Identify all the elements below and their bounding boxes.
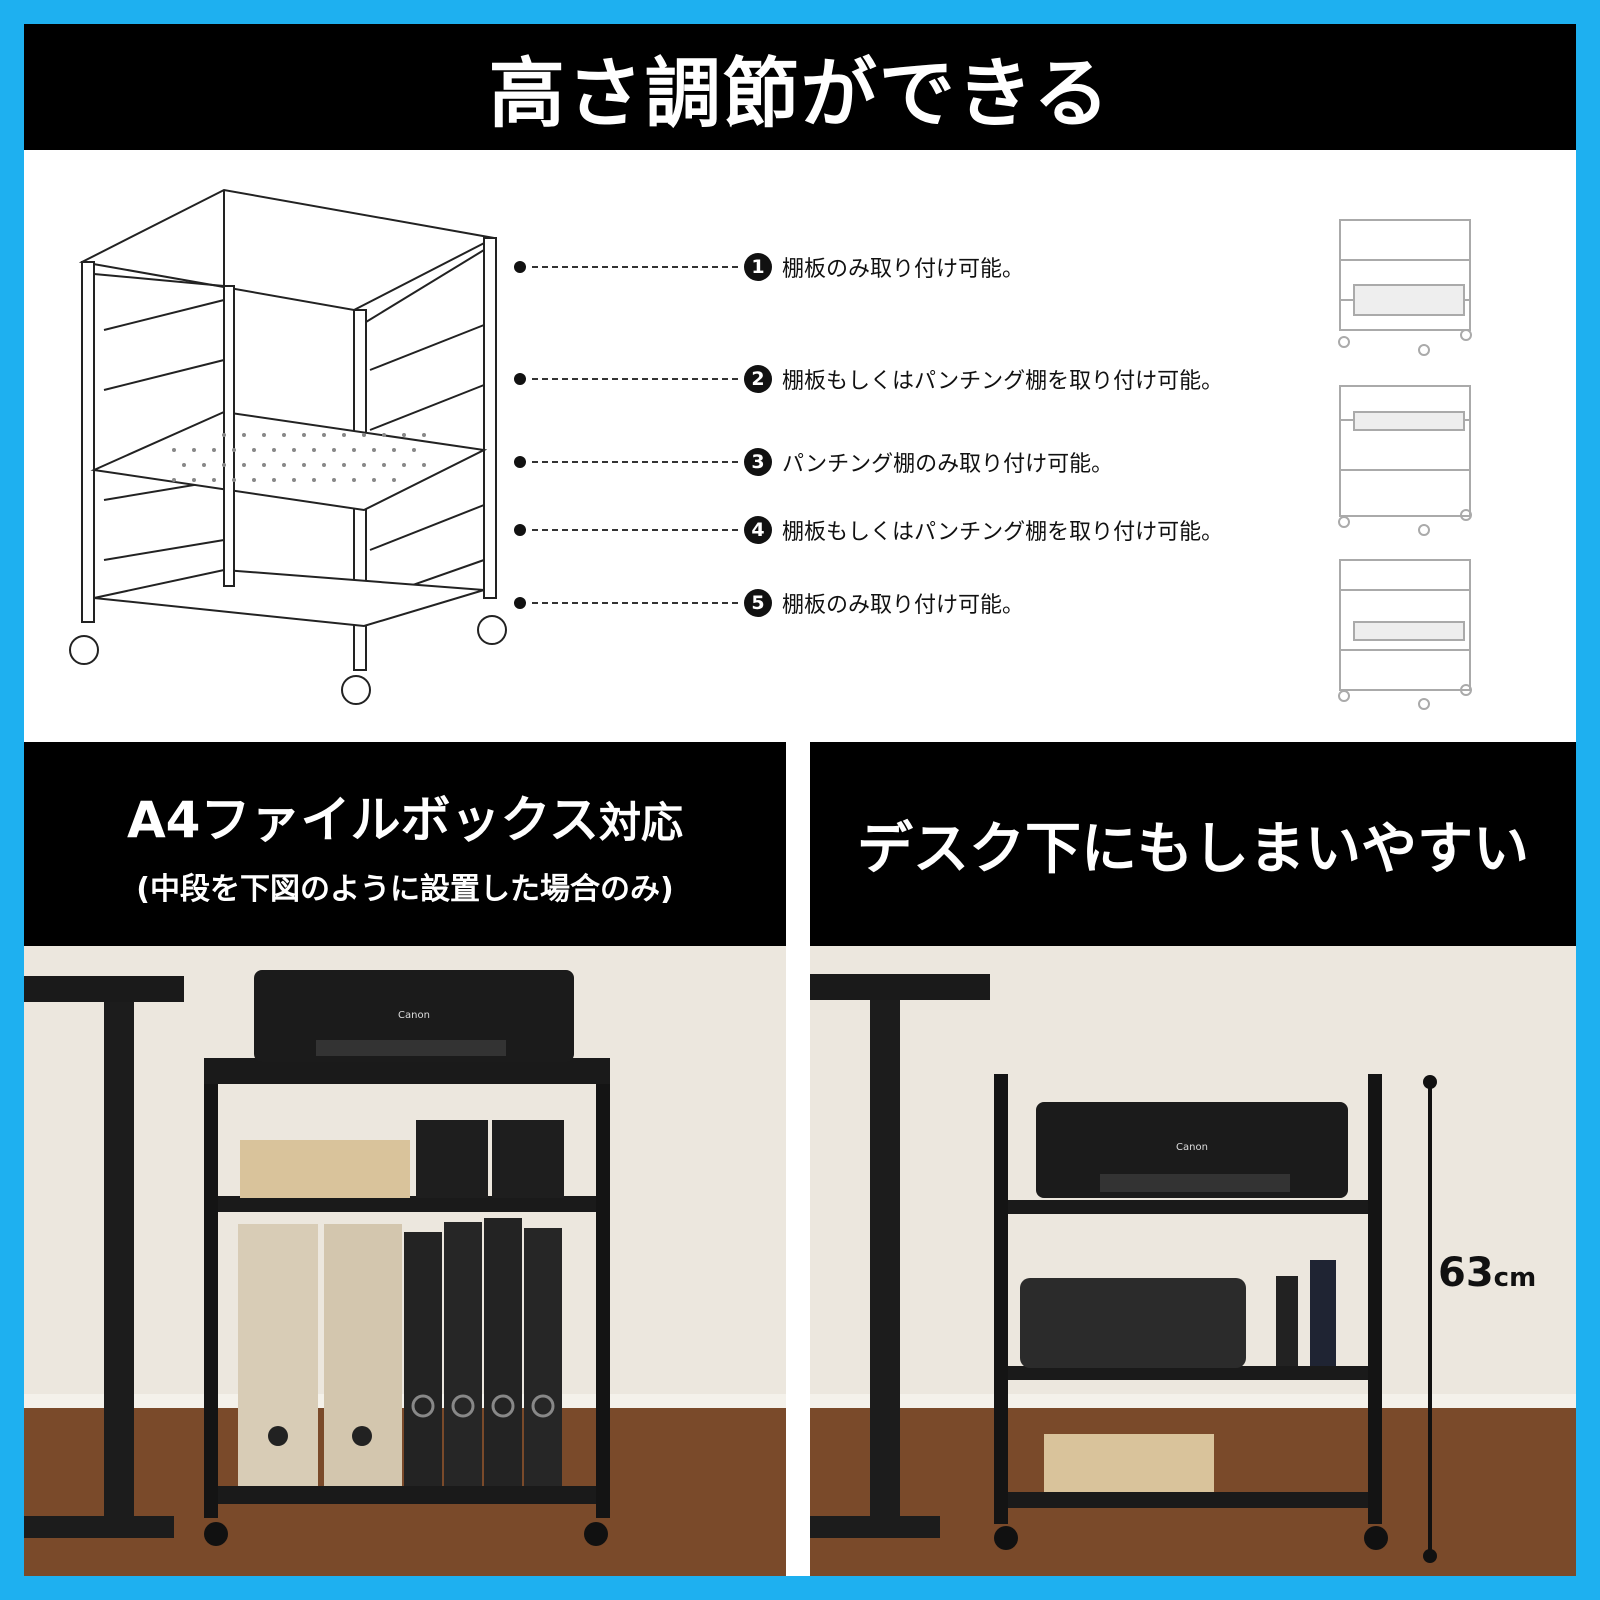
printer-brand-label: Canon	[1176, 1142, 1208, 1153]
position-description: 棚板のみ取り付け可能。	[782, 257, 1025, 282]
callout-leader	[532, 529, 738, 531]
callout-leader	[532, 461, 738, 463]
position-number-badge: 3	[744, 448, 772, 476]
perforation-dots	[172, 433, 426, 482]
shelf-position-4: 4 棚板もしくはパンチング棚を取り付け可能。	[514, 515, 1223, 545]
callout-dot	[514, 456, 526, 468]
position-description: 棚板もしくはパンチング棚を取り付け可能。	[782, 520, 1224, 545]
panel-divider	[786, 742, 810, 1576]
height-dimension-label: 63cm	[1434, 1250, 1541, 1296]
callout-dot	[514, 261, 526, 273]
a4-file-box-panel: A4ファイルボックス対応 (中段を下図のように設置した場合のみ)	[24, 742, 786, 1576]
position-description: 棚板のみ取り付け可能。	[782, 593, 1025, 618]
rack-variant-1	[1338, 219, 1472, 356]
height-unit: cm	[1493, 1263, 1537, 1293]
position-number-badge: 4	[744, 516, 772, 544]
under-desk-panel: デスク下にもしまいやすい Canon	[810, 742, 1576, 1576]
photo-illustration: Canon	[810, 946, 1576, 1576]
panel-title-main: A4ファイルボックス	[126, 791, 599, 849]
panel-title: デスク下にもしまいやすい	[857, 816, 1529, 882]
position-number-badge: 1	[744, 253, 772, 281]
panel-caption: デスク下にもしまいやすい	[810, 742, 1576, 946]
position-description: パンチング棚のみ取り付け可能。	[782, 452, 1114, 477]
rack-variant-3	[1338, 559, 1472, 710]
callout-dot	[514, 524, 526, 536]
shelf-position-3: 3 パンチング棚のみ取り付け可能。	[514, 447, 1113, 477]
position-number-badge: 2	[744, 365, 772, 393]
rack-variant-2	[1338, 385, 1472, 536]
callout-dot	[514, 373, 526, 385]
shelf-position-5: 5 棚板のみ取り付け可能。	[514, 588, 1024, 618]
photo-illustration: Canon	[24, 946, 786, 1576]
panel-subtitle: (中段を下図のように設置した場合のみ)	[136, 872, 674, 907]
rack-drawing-main	[69, 188, 507, 705]
shelf-position-1: 1 棚板のみ取り付け可能。	[514, 252, 1024, 282]
position-number-badge: 5	[744, 589, 772, 617]
callout-leader	[532, 602, 738, 604]
photo-rack-under-desk: Canon	[810, 946, 1576, 1576]
callout-leader	[532, 378, 738, 380]
position-description: 棚板もしくはパンチング棚を取り付け可能。	[782, 369, 1224, 394]
rack-line-drawings	[69, 188, 1472, 710]
height-adjust-diagram: 1 棚板のみ取り付け可能。 2 棚板もしくはパンチング棚を取り付け可能。 3 パ…	[24, 150, 1576, 742]
panel-title-suffix: 対応	[598, 798, 683, 847]
callout-dot	[514, 597, 526, 609]
shelf-position-2: 2 棚板もしくはパンチング棚を取り付け可能。	[514, 364, 1223, 394]
panel-title: A4ファイルボックス対応	[127, 780, 683, 852]
panel-caption: A4ファイルボックス対応 (中段を下図のように設置した場合のみ)	[24, 742, 786, 946]
height-value: 63	[1438, 1250, 1494, 1296]
printer-brand-label: Canon	[398, 1010, 430, 1021]
photo-rack-with-file-boxes: Canon	[24, 946, 786, 1576]
callout-leader	[532, 266, 738, 268]
product-image: 高さ調節ができる	[24, 24, 1576, 1576]
header-title: 高さ調節ができる	[24, 24, 1576, 150]
